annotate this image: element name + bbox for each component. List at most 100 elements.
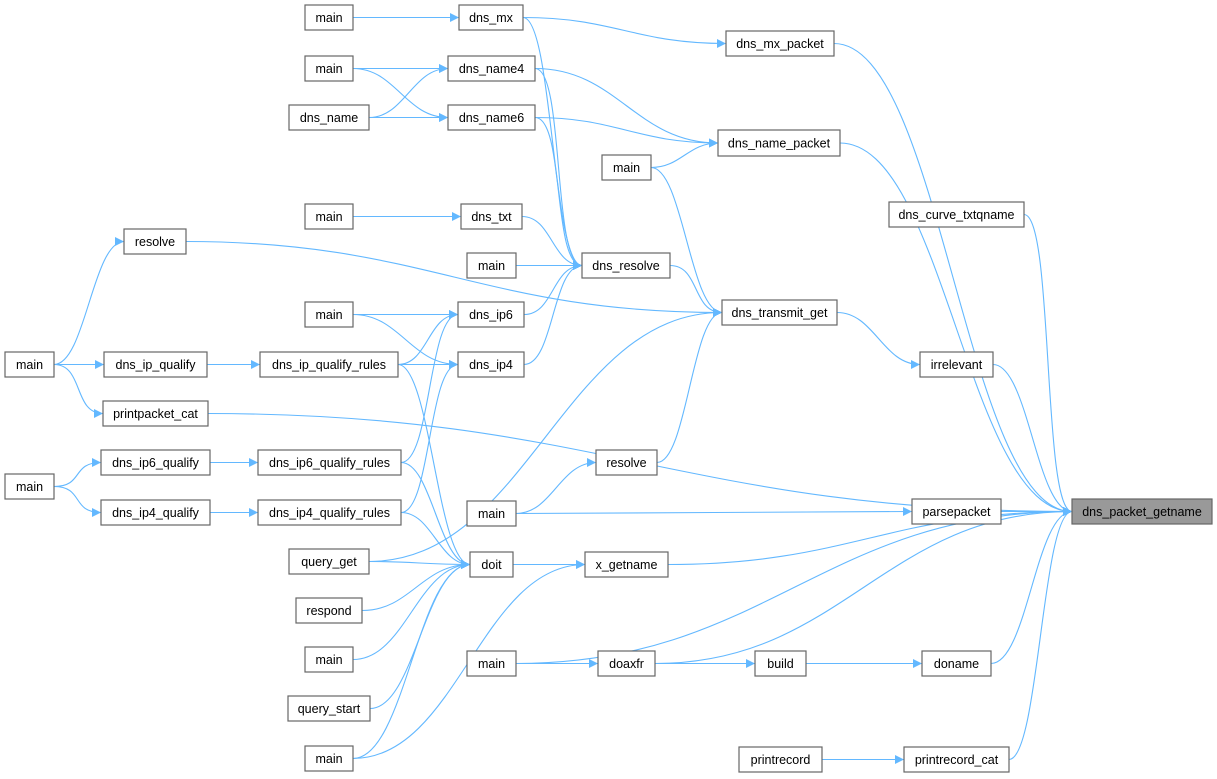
node-dns_ip_qualify[interactable]: dns_ip_qualify bbox=[103, 351, 208, 378]
node-box bbox=[304, 745, 354, 772]
node-box bbox=[447, 104, 536, 131]
node-resolve2[interactable]: resolve bbox=[595, 449, 658, 476]
edge-x_getname-to-dns_packet_getname bbox=[667, 507, 1073, 566]
node-box bbox=[259, 351, 399, 378]
node-box bbox=[457, 301, 525, 328]
node-dns_resolve[interactable]: dns_resolve bbox=[581, 252, 671, 279]
edge-dns_ip4_qualify_rules-to-dns_ip4 bbox=[400, 360, 459, 514]
node-build[interactable]: build bbox=[754, 650, 807, 677]
node-dns_name_packet[interactable]: dns_name_packet bbox=[717, 129, 841, 157]
node-label: main bbox=[478, 507, 505, 521]
node-label: dns_ip6_qualify bbox=[112, 456, 200, 470]
node-main_mx[interactable]: main bbox=[304, 4, 354, 31]
node-printrecord_cat[interactable]: printrecord_cat bbox=[903, 746, 1010, 773]
node-box bbox=[738, 746, 823, 773]
node-parsepacket[interactable]: parsepacket bbox=[911, 498, 1002, 525]
edge-dns_ip4_qualify_rules-to-doit bbox=[400, 511, 471, 569]
node-dns_ip6_qualify[interactable]: dns_ip6_qualify bbox=[100, 449, 211, 476]
node-resolve1[interactable]: resolve bbox=[123, 228, 187, 255]
node-box bbox=[460, 203, 523, 230]
edge-main_np-to-dns_name_packet bbox=[650, 138, 719, 169]
node-main_d1[interactable]: main bbox=[304, 646, 354, 673]
edge-main_l2-to-dns_ip6_qualify bbox=[53, 458, 102, 488]
node-label: main bbox=[315, 11, 342, 25]
node-dns_txt[interactable]: dns_txt bbox=[460, 203, 523, 230]
edge-dns_ip6_qualify_rules-to-dns_ip6 bbox=[400, 310, 459, 464]
node-box bbox=[466, 500, 517, 527]
node-doit[interactable]: doit bbox=[469, 551, 514, 578]
node-main_dx[interactable]: main bbox=[466, 650, 517, 677]
node-label: dns_ip6_qualify_rules bbox=[269, 456, 390, 470]
node-dns_ip4_qualify[interactable]: dns_ip4_qualify bbox=[100, 499, 211, 526]
node-box bbox=[921, 650, 992, 677]
node-dns_ip6[interactable]: dns_ip6 bbox=[457, 301, 525, 328]
node-box bbox=[304, 55, 354, 82]
node-label: respond bbox=[306, 604, 351, 618]
node-main_ip6[interactable]: main bbox=[304, 301, 354, 328]
node-dns_curve_txtqname[interactable]: dns_curve_txtqname bbox=[888, 201, 1025, 228]
node-dns_ip4[interactable]: dns_ip4 bbox=[457, 351, 525, 378]
edge-dns_mx-to-dns_resolve bbox=[522, 16, 583, 270]
node-query_start[interactable]: query_start bbox=[287, 695, 371, 722]
node-box bbox=[457, 351, 525, 378]
node-label: dns_transmit_get bbox=[732, 306, 828, 320]
node-label: dns_ip_qualify bbox=[116, 358, 197, 372]
node-dns_mx_packet[interactable]: dns_mx_packet bbox=[725, 30, 835, 57]
node-box bbox=[103, 351, 208, 378]
node-label: main bbox=[478, 657, 505, 671]
edge-main_pp-to-parsepacket bbox=[515, 507, 913, 517]
node-dns_name4[interactable]: dns_name4 bbox=[447, 55, 536, 82]
node-label: dns_curve_txtqname bbox=[898, 208, 1014, 222]
node-dns_ip_qualify_rules[interactable]: dns_ip_qualify_rules bbox=[259, 351, 399, 378]
edge-doname-to-dns_packet_getname bbox=[990, 507, 1073, 665]
node-box bbox=[717, 129, 841, 157]
node-box bbox=[257, 449, 402, 476]
node-main_res[interactable]: main bbox=[466, 252, 517, 279]
node-dns_name6[interactable]: dns_name6 bbox=[447, 104, 536, 131]
node-main_txt[interactable]: main bbox=[304, 203, 354, 230]
node-irrelevant[interactable]: irrelevant bbox=[919, 351, 994, 378]
edge-dns_mx_packet-to-dns_packet_getname bbox=[833, 42, 1073, 516]
node-dns_mx[interactable]: dns_mx bbox=[458, 4, 524, 31]
edge-dns_name6-to-dns_resolve bbox=[534, 116, 583, 270]
node-printrecord[interactable]: printrecord bbox=[738, 746, 823, 773]
edge-dns_ip4-to-dns_resolve bbox=[523, 261, 583, 366]
node-dns_packet_getname[interactable]: dns_packet_getname bbox=[1071, 498, 1213, 525]
node-label: dns_name_packet bbox=[728, 137, 831, 151]
node-printpacket_cat[interactable]: printpacket_cat bbox=[102, 400, 209, 427]
node-label: resolve bbox=[135, 235, 175, 249]
edge-dns_name4-to-dns_name_packet bbox=[534, 67, 719, 148]
node-main_np[interactable]: main bbox=[601, 154, 652, 181]
node-label: main bbox=[478, 259, 505, 273]
node-main_n4[interactable]: main bbox=[304, 55, 354, 82]
node-label: doaxfr bbox=[609, 657, 644, 671]
node-box bbox=[725, 30, 835, 57]
node-label: main bbox=[315, 752, 342, 766]
node-respond[interactable]: respond bbox=[295, 597, 363, 624]
node-doaxfr[interactable]: doaxfr bbox=[597, 650, 656, 677]
edge-resolve2-to-dns_transmit_get bbox=[656, 308, 723, 464]
node-dns_name[interactable]: dns_name bbox=[288, 104, 370, 131]
node-label: dns_ip_qualify_rules bbox=[272, 358, 386, 372]
node-main_pp[interactable]: main bbox=[466, 500, 517, 527]
node-main_d2[interactable]: main bbox=[304, 745, 354, 772]
edge-dns_name_packet-to-dns_packet_getname bbox=[839, 142, 1073, 516]
node-main_l1[interactable]: main bbox=[4, 351, 55, 378]
node-label: query_start bbox=[298, 702, 361, 716]
node-box bbox=[601, 154, 652, 181]
edge-dns_name4-to-dns_resolve bbox=[534, 67, 583, 270]
node-doname[interactable]: doname bbox=[921, 650, 992, 677]
node-x_getname[interactable]: x_getname bbox=[584, 551, 669, 578]
node-label: dns_mx_packet bbox=[736, 37, 824, 51]
node-query_get[interactable]: query_get bbox=[288, 548, 370, 575]
node-label: main bbox=[315, 308, 342, 322]
node-box bbox=[257, 499, 402, 526]
node-label: dns_mx bbox=[469, 11, 514, 25]
node-box bbox=[123, 228, 187, 255]
node-dns_transmit_get[interactable]: dns_transmit_get bbox=[721, 299, 838, 326]
node-label: dns_packet_getname bbox=[1082, 505, 1202, 519]
node-dns_ip6_qualify_rules[interactable]: dns_ip6_qualify_rules bbox=[257, 449, 402, 476]
node-dns_ip4_qualify_rules[interactable]: dns_ip4_qualify_rules bbox=[257, 499, 402, 526]
node-main_l2[interactable]: main bbox=[4, 473, 55, 500]
